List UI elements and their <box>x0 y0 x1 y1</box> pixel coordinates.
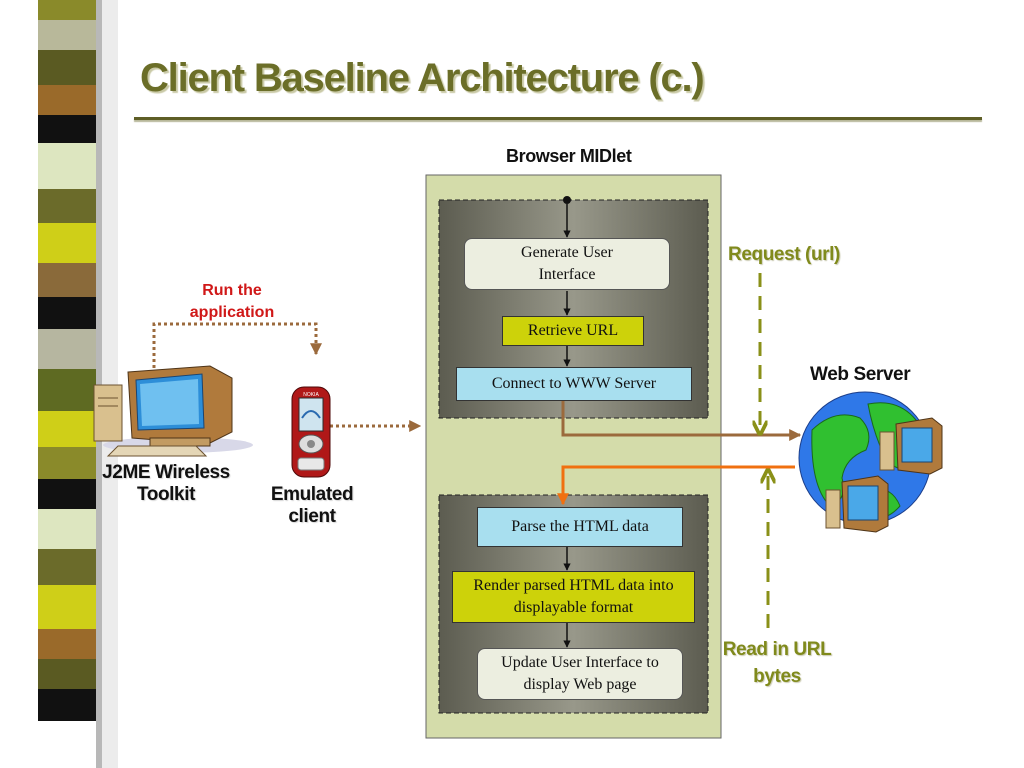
j2me-toolkit-label: J2ME Wireless Toolkit <box>102 462 230 505</box>
stripe-band <box>38 369 96 411</box>
stripe-band <box>38 629 96 659</box>
request-url-label: Request (url) <box>728 244 840 265</box>
web-server-globe-icon <box>798 391 943 533</box>
run-the-application-label: Run the application <box>189 282 275 321</box>
stripe-band <box>38 143 96 189</box>
stripe-band <box>38 189 96 223</box>
parse-html-box: Parse the HTML data <box>477 507 683 547</box>
stripe-band <box>38 20 96 50</box>
connect-server-box: Connect to WWW Server <box>456 367 692 401</box>
retrieve-url-box: Retrieve URL <box>502 316 644 346</box>
stripe-band <box>38 509 96 549</box>
stripe-band <box>38 297 96 329</box>
update-user-interface-box: Update User Interface to display Web pag… <box>477 648 683 700</box>
stripe-band <box>38 447 96 479</box>
stripe-band <box>38 411 96 447</box>
stripe-band <box>38 549 96 585</box>
title-rule <box>134 117 982 120</box>
stripe-band <box>38 659 96 689</box>
slide-title: Client Baseline Architecture (c.) <box>140 56 705 100</box>
stripe-band <box>38 689 96 721</box>
stripe-band <box>38 115 96 143</box>
stripe-band <box>38 263 96 297</box>
emulated-client-label: Emulated client <box>270 484 354 527</box>
stripe-band <box>38 329 96 369</box>
stripe-band <box>38 479 96 509</box>
generate-user-interface-box: Generate User Interface <box>464 238 670 290</box>
stripe-band <box>38 585 96 629</box>
web-server-label: Web Server <box>810 364 911 385</box>
connect-arrow <box>561 400 802 441</box>
response-arrow <box>557 465 795 506</box>
desktop-computer-icon <box>93 365 253 457</box>
browser-midlet-label: Browser MIDlet <box>506 146 632 166</box>
phone-brand-text: NOKIA <box>303 392 319 398</box>
decorative-stripe <box>0 0 118 768</box>
render-html-box: Render parsed HTML data into displayable… <box>452 571 695 623</box>
stripe-band <box>38 50 96 85</box>
read-url-bytes-label: Read in URL bytes <box>722 639 832 687</box>
stripe-band <box>38 85 96 115</box>
mobile-phone-icon <box>291 386 331 478</box>
stripe-band <box>38 223 96 263</box>
stripe-band <box>38 0 96 20</box>
